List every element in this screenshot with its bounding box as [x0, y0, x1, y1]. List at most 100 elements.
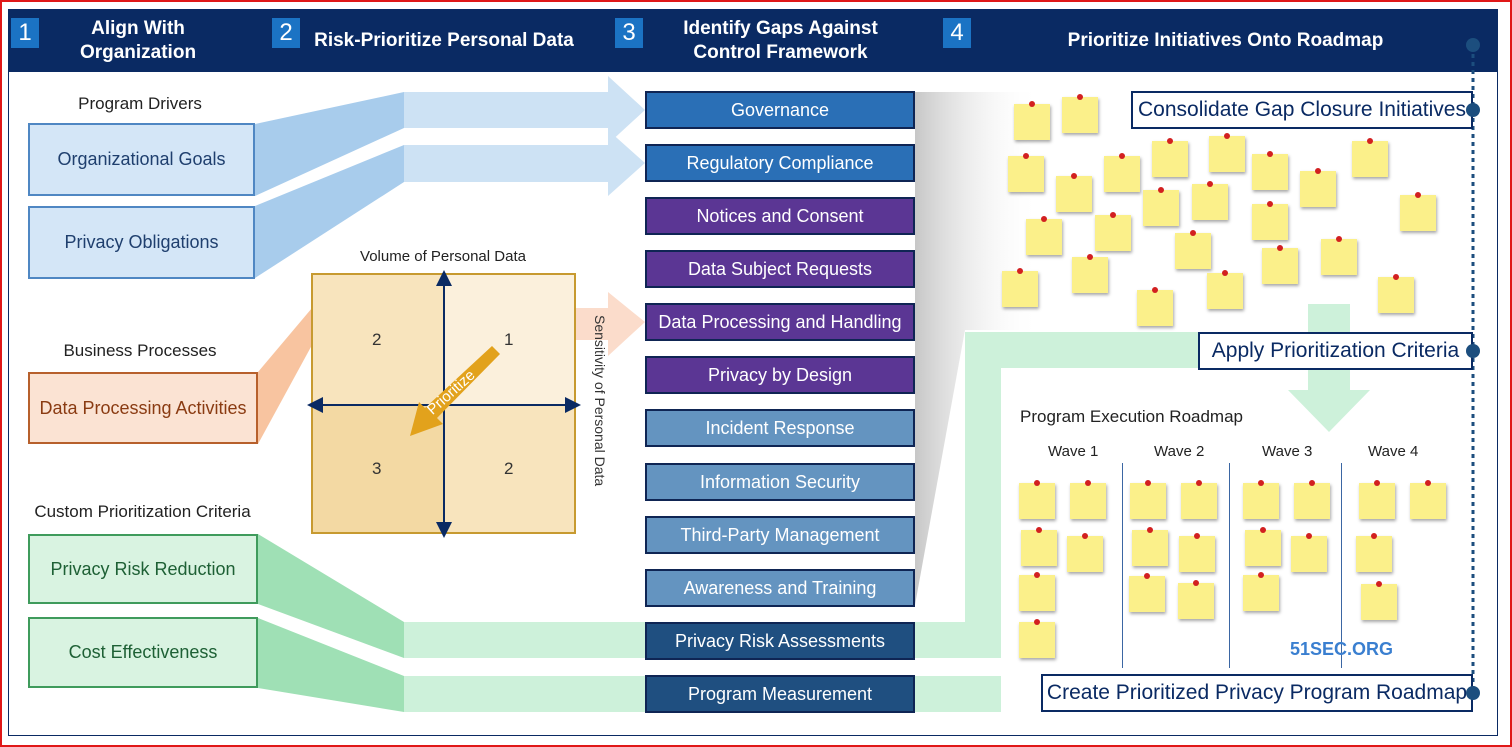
- wave-3-label: Wave 3: [1262, 443, 1313, 460]
- wave-separator: [1122, 463, 1123, 668]
- pin-icon: [1152, 287, 1158, 293]
- control-third-party-management: Third-Party Management: [645, 516, 915, 554]
- pin-icon: [1309, 480, 1315, 486]
- pin-icon: [1267, 151, 1273, 157]
- pin-icon: [1196, 480, 1202, 486]
- custom-criteria-label: Custom Prioritization Criteria: [34, 502, 251, 521]
- sticky-note: [1359, 480, 1395, 519]
- pin-icon: [1119, 153, 1125, 159]
- blue-funnel-1: [255, 92, 404, 196]
- pin-icon: [1207, 181, 1213, 187]
- pin-icon: [1085, 480, 1091, 486]
- sticky-note: [1243, 480, 1279, 519]
- step-4-number: 4: [943, 18, 971, 48]
- pin-icon: [1258, 572, 1264, 578]
- step-4-title: Prioritize Initiatives Onto Roadmap: [1067, 30, 1384, 51]
- program-drivers-label: Program Drivers: [78, 94, 202, 113]
- pin-icon: [1190, 230, 1196, 236]
- sticky-note: [1019, 480, 1055, 519]
- sticky-note: [1252, 201, 1288, 240]
- sticky-note: [1178, 580, 1214, 619]
- sticky-note: [1152, 138, 1188, 177]
- step-1-title: Align With Organization: [48, 17, 228, 65]
- green-band-2: [404, 676, 645, 712]
- quadrant-top-left: [312, 274, 444, 405]
- control-notices-and-consent: Notices and Consent: [645, 197, 915, 235]
- orange-arrow: [576, 292, 645, 356]
- watermark: 51SEC.ORG: [1290, 639, 1394, 659]
- pin-icon: [1145, 480, 1151, 486]
- blue-arrow-1: [404, 76, 645, 144]
- sticky-note: [1321, 236, 1357, 275]
- sticky-note: [1070, 480, 1106, 519]
- step-1-number: 1: [11, 18, 39, 48]
- green-band-1: [404, 622, 645, 658]
- pin-icon: [1376, 581, 1382, 587]
- organizational-goals-box: Organizational Goals: [28, 123, 255, 196]
- quadrant-label-top-right: 1: [504, 330, 514, 349]
- pin-icon: [1315, 168, 1321, 174]
- quadrant-label-top-left: 2: [372, 330, 382, 349]
- control-awareness-and-training: Awareness and Training: [645, 569, 915, 607]
- data-processing-activities-box: Data Processing Activities: [28, 372, 258, 444]
- pin-icon: [1077, 94, 1083, 100]
- sticky-note: [1192, 181, 1228, 220]
- pin-icon: [1222, 270, 1228, 276]
- consolidate-dot: [1466, 103, 1480, 117]
- sticky-note: [1262, 245, 1298, 284]
- pin-icon: [1023, 153, 1029, 159]
- pin-icon: [1144, 573, 1150, 579]
- sticky-note: [1300, 168, 1336, 207]
- create-roadmap-step-box: Create Prioritized Privacy Program Roadm…: [1041, 674, 1473, 712]
- control-governance: Governance: [645, 91, 915, 129]
- privacy-risk-reduction-box: Privacy Risk Reduction: [28, 534, 258, 604]
- pin-icon: [1029, 101, 1035, 107]
- sticky-note: [1067, 533, 1103, 572]
- sticky-note: [1008, 153, 1044, 192]
- sticky-note: [1361, 581, 1397, 620]
- pin-icon: [1041, 216, 1047, 222]
- cost-effectiveness-box: Cost Effectiveness: [28, 617, 258, 688]
- sticky-note: [1129, 573, 1165, 612]
- orange-funnel: [258, 308, 312, 444]
- pin-icon: [1147, 527, 1153, 533]
- pin-icon: [1034, 572, 1040, 578]
- matrix-y-label: Sensitivity of Personal Data: [592, 315, 608, 487]
- quadrant-label-bottom-left: 3: [372, 459, 382, 478]
- wave-separator: [1229, 463, 1230, 668]
- sticky-note: [1378, 274, 1414, 313]
- pin-icon: [1110, 212, 1116, 218]
- privacy-obligations-box: Privacy Obligations: [28, 206, 255, 279]
- pin-icon: [1267, 201, 1273, 207]
- sticky-note: [1056, 173, 1092, 212]
- sticky-note: [1143, 187, 1179, 226]
- blue-funnel-2: [255, 145, 404, 278]
- pin-icon: [1158, 187, 1164, 193]
- apply-criteria-step-box: Apply Prioritization Criteria: [1198, 332, 1473, 370]
- timeline-start-dot: [1466, 38, 1480, 52]
- pin-icon: [1193, 580, 1199, 586]
- sticky-note: [1132, 527, 1168, 566]
- pin-icon: [1036, 527, 1042, 533]
- wave-separator: [1341, 463, 1342, 668]
- pin-icon: [1425, 480, 1431, 486]
- control-privacy-risk-assessments: Privacy Risk Assessments: [645, 622, 915, 660]
- control-incident-response: Incident Response: [645, 409, 915, 447]
- green-funnel-1: [258, 534, 404, 658]
- control-information-security: Information Security: [645, 463, 915, 501]
- step-3-number: 3: [615, 18, 643, 48]
- wave-4-label: Wave 4: [1368, 443, 1419, 460]
- pin-icon: [1087, 254, 1093, 260]
- control-privacy-by-design: Privacy by Design: [645, 356, 915, 394]
- pin-icon: [1306, 533, 1312, 539]
- sticky-note: [1291, 533, 1327, 572]
- pin-icon: [1415, 192, 1421, 198]
- step-3-title-line1: Identify Gaps Against: [683, 18, 878, 39]
- consolidate-step-box: Consolidate Gap Closure Initiatives: [1131, 91, 1473, 129]
- step-2-number: 2: [272, 18, 300, 48]
- sticky-note: [1207, 270, 1243, 309]
- roadmap-title: Program Execution Roadmap: [1020, 407, 1244, 426]
- content-border: [8, 72, 1498, 736]
- pin-icon: [1034, 480, 1040, 486]
